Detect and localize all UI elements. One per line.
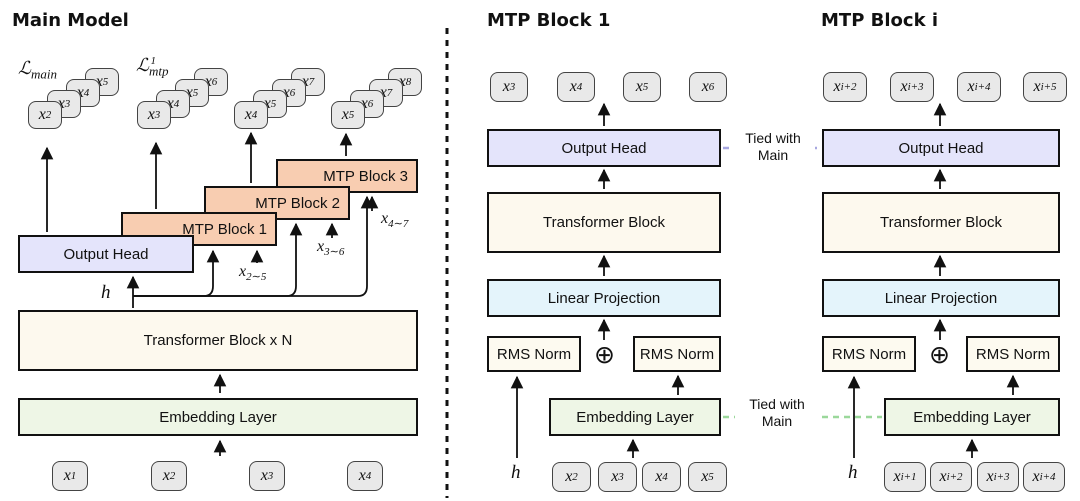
tied-with-main-bottom: Tied with Main <box>735 396 819 430</box>
mtpi-concat-symbol: ⊕ <box>929 341 950 369</box>
mtp1-h-label: h <box>511 462 521 483</box>
mtp1-output-head: Output Head <box>487 129 721 167</box>
mtp1-transformer-block: Transformer Block <box>487 192 721 253</box>
mtp-block-1-title: MTP Block 1 <box>487 10 611 31</box>
mtpi-linear-projection: Linear Projection <box>822 279 1060 317</box>
mtpi-transformer-block: Transformer Block <box>822 192 1060 253</box>
main-transformer-block: Transformer Block x N <box>18 310 418 371</box>
mtp-block-i-title: MTP Block i <box>821 10 938 31</box>
main-model-title: Main Model <box>12 10 129 31</box>
mtp1-rms-norm-right: RMS Norm <box>633 336 721 372</box>
main-embedding-layer: Embedding Layer <box>18 398 418 436</box>
loss-mtp-1: ℒmtp1 <box>136 55 169 79</box>
mtpi-embedding-layer: Embedding Layer <box>884 398 1060 436</box>
mtp-block-1: MTP Block 1 <box>121 212 277 246</box>
mtpi-rms-norm-left: RMS Norm <box>822 336 916 372</box>
mtpi-output-head: Output Head <box>822 129 1060 167</box>
side-input-x4-7: x4∼7 <box>381 210 409 231</box>
side-input-x2-5: x2∼5 <box>239 263 267 284</box>
main-output-head: Output Head <box>18 235 194 273</box>
mtp1-linear-projection: Linear Projection <box>487 279 721 317</box>
arrow-h-to-mtp3 <box>133 195 374 297</box>
mtpi-rms-norm-right: RMS Norm <box>966 336 1060 372</box>
main-h-label: h <box>101 282 111 303</box>
mtp1-concat-symbol: ⊕ <box>594 341 615 369</box>
mtp1-rms-norm-left: RMS Norm <box>487 336 581 372</box>
mtpi-h-label: h <box>848 462 858 483</box>
side-input-x3-6: x3∼6 <box>317 238 345 259</box>
mtp1-embedding-layer: Embedding Layer <box>549 398 721 436</box>
tied-with-main-top: Tied with Main <box>731 130 815 164</box>
loss-main: ℒmain <box>18 58 57 82</box>
